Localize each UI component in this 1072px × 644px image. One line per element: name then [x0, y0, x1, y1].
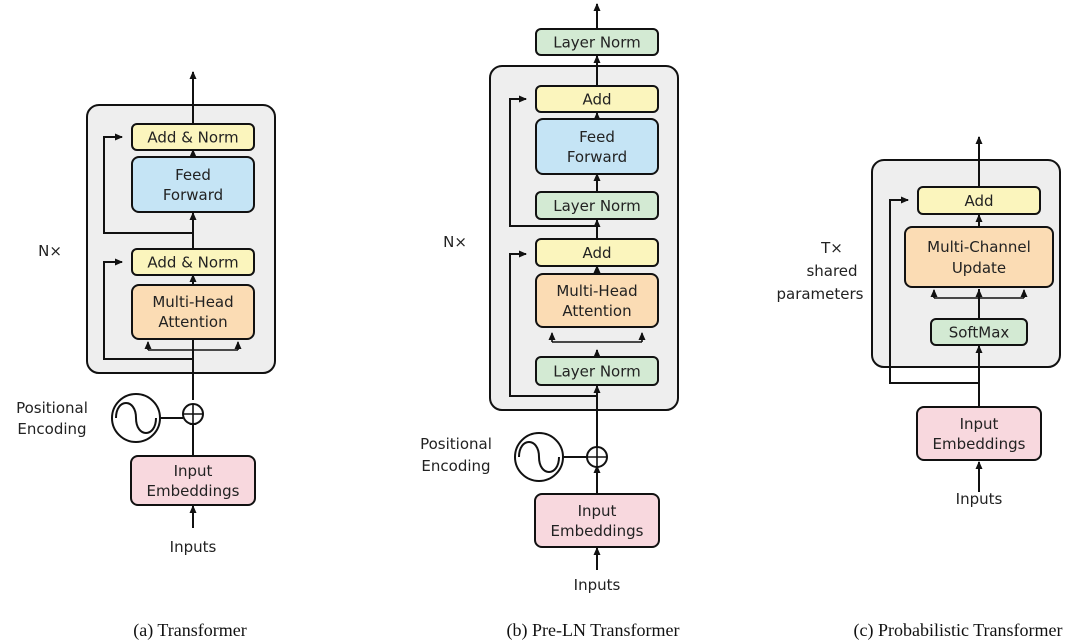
prob-caption: (c) Probabilistic Transformer [854, 620, 1063, 641]
preln-multi-head-attention [535, 273, 659, 328]
transformer-embeddings-label-1: Input [174, 462, 213, 480]
preln-norm-mid-label: Layer Norm [553, 197, 641, 215]
preln-add-bottom-label: Add [582, 244, 611, 262]
preln-nx-label: N× [443, 233, 467, 251]
transformer-multi-head-attention [131, 284, 255, 340]
transformer-feed-forward-label-2: Forward [163, 186, 223, 204]
preln-panel: Layer Norm Add Feed Forward Layer Norm A… [420, 3, 680, 641]
preln-embeddings-label-2: Embeddings [551, 522, 644, 540]
prob-softmax [930, 318, 1028, 346]
preln-attention-label-2: Attention [562, 302, 631, 320]
transformer-add-norm-top-label: Add & Norm [147, 129, 238, 147]
preln-positional-label-2: Encoding [421, 457, 490, 475]
prob-multi-channel-update [904, 226, 1054, 288]
transformer-inputs-label: Inputs [170, 538, 217, 556]
preln-feed-forward-label-2: Forward [567, 148, 627, 166]
prob-update-label-2: Update [952, 259, 1006, 277]
preln-input-embeddings [534, 493, 660, 548]
transformer-embeddings-label-2: Embeddings [147, 482, 240, 500]
prob-inputs-label: Inputs [956, 490, 1003, 508]
preln-feed-forward-label-1: Feed [579, 128, 615, 146]
preln-layer-norm-mid [535, 191, 659, 220]
prob-tx-label-1: T× [820, 239, 843, 257]
preln-layer-norm-bottom [535, 356, 659, 386]
prob-add-label: Add [964, 192, 993, 210]
prob-softmax-label: SoftMax [949, 324, 1010, 342]
transformer-panel: Add & Norm Feed Forward Add & Norm Multi… [16, 71, 276, 641]
preln-norm-bottom-label: Layer Norm [553, 363, 641, 381]
prob-panel: Add Multi-Channel Update SoftMax Input E… [776, 136, 1063, 641]
preln-final-layer-norm [535, 28, 659, 56]
transformer-add-norm-bottom [131, 248, 255, 276]
transformer-nx-label: N× [38, 242, 62, 260]
transformer-positional-label-2: Encoding [17, 420, 86, 438]
preln-caption: (b) Pre-LN Transformer [507, 620, 680, 641]
prob-tx-label-3: parameters [776, 285, 863, 303]
transformer-caption: (a) Transformer [133, 620, 246, 641]
transformer-feed-forward [131, 156, 255, 213]
preln-add-top [535, 85, 659, 113]
prob-add [917, 186, 1041, 215]
prob-embeddings-label-1: Input [960, 415, 999, 433]
prob-tx-label-2: shared [806, 262, 857, 280]
preln-embeddings-label-1: Input [578, 502, 617, 520]
preln-add-bottom [535, 238, 659, 267]
prob-input-embeddings [916, 406, 1042, 461]
preln-feed-forward [535, 118, 659, 175]
transformer-attention-label-1: Multi-Head [152, 293, 233, 311]
transformer-positional-label-1: Positional [16, 399, 88, 417]
prob-embeddings-label-2: Embeddings [933, 435, 1026, 453]
preln-attention-label-1: Multi-Head [556, 282, 637, 300]
prob-update-label-1: Multi-Channel [927, 238, 1031, 256]
transformer-feed-forward-label-1: Feed [175, 166, 211, 184]
preln-positional-label-1: Positional [420, 435, 492, 453]
transformer-add-norm-top [131, 123, 255, 151]
preln-final-norm-label: Layer Norm [553, 34, 641, 52]
preln-add-top-label: Add [582, 91, 611, 109]
preln-inputs-label: Inputs [574, 576, 621, 594]
transformer-input-embeddings [130, 455, 256, 506]
transformer-add-norm-bottom-label: Add & Norm [147, 254, 238, 272]
transformer-attention-label-2: Attention [158, 313, 227, 331]
